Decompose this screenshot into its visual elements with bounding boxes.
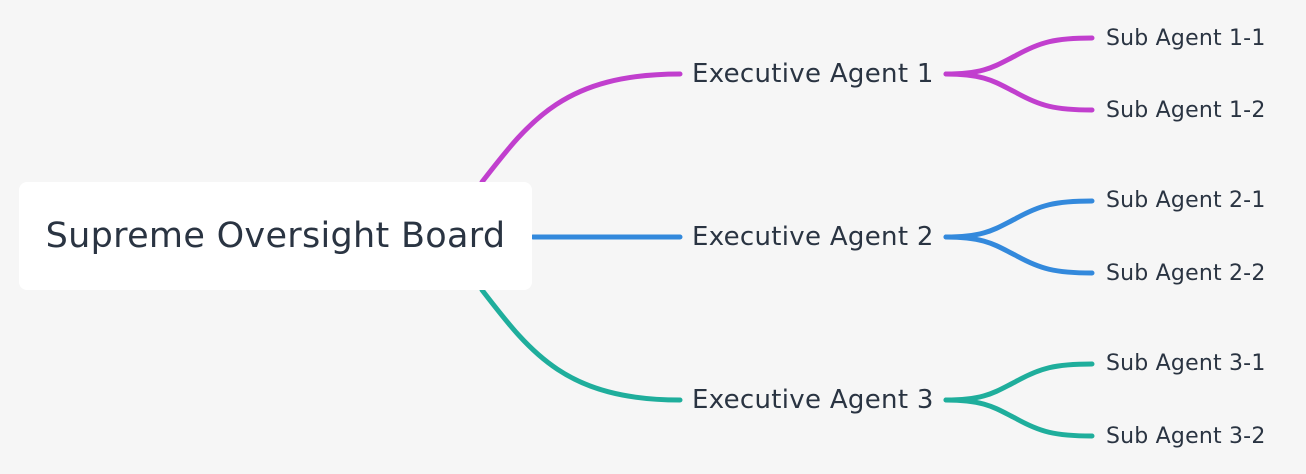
connector-executive-1-to-sub-1-2 (943, 71, 1095, 113)
connector-executive-2-to-sub-2-2 (943, 234, 1095, 276)
connector-root-to-executive-1 (479, 71, 683, 185)
connector-executive-3-to-sub-3-1 (943, 361, 1095, 403)
executive-agent-2-node[interactable]: Executive Agent 2 (692, 222, 934, 252)
executive-agent-3-node[interactable]: Executive Agent 3 (692, 385, 934, 415)
sub-agent-3-2-node[interactable]: Sub Agent 3-2 (1106, 424, 1266, 449)
sub-agent-1-2-node[interactable]: Sub Agent 1-2 (1106, 98, 1266, 123)
connector-root-to-executive-3 (479, 287, 683, 403)
executive-agent-1-node[interactable]: Executive Agent 1 (692, 59, 934, 89)
connector-executive-3-to-sub-3-2 (943, 397, 1095, 439)
sub-agent-2-2-node[interactable]: Sub Agent 2-2 (1106, 261, 1266, 286)
sub-agent-3-1-node[interactable]: Sub Agent 3-1 (1106, 351, 1266, 376)
root-node-label: Supreme Oversight Board (45, 216, 506, 256)
connector-executive-2-to-sub-2-1 (943, 198, 1095, 240)
connector-executive-1-to-sub-1-1 (943, 35, 1095, 77)
sub-agent-1-1-node[interactable]: Sub Agent 1-1 (1106, 26, 1266, 51)
sub-agent-2-1-node[interactable]: Sub Agent 2-1 (1106, 188, 1266, 213)
root-node[interactable]: Supreme Oversight Board (19, 182, 532, 290)
